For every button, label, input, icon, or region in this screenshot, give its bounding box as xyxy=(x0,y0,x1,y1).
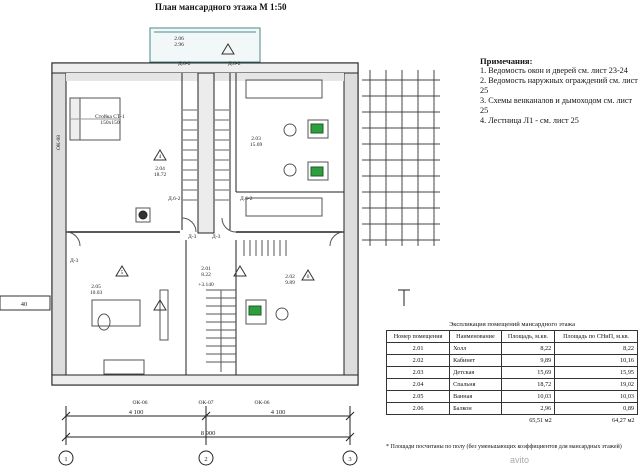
monitor-icon xyxy=(310,123,324,134)
mark: 5 xyxy=(121,270,124,276)
note-item: 3. Схемы венканалов и дымоходом см. лист… xyxy=(480,96,633,115)
monitor-icon xyxy=(248,305,262,316)
room-number-hall: 2.01 xyxy=(201,266,211,272)
nursery-bed-bottom xyxy=(245,197,323,217)
table-header: Площадь по СНиП, м.кв. xyxy=(554,330,638,343)
dimension-label: 4 100 xyxy=(271,409,286,416)
door-label: Д.6-2 xyxy=(240,196,253,202)
notes-block: Примечания: 1. Ведомость окон и дверей с… xyxy=(480,56,638,126)
axis-label: 2 xyxy=(204,456,207,463)
room-number-bedroom: 2.04 xyxy=(155,166,165,172)
table-header: Площадь, м.кв. xyxy=(500,330,556,343)
notes-heading: Примечания: xyxy=(480,56,533,66)
door-label: Д.6-2 xyxy=(168,196,181,202)
window-label: ОК-06 xyxy=(133,400,148,406)
room-number-bath: 2.05 xyxy=(91,284,101,290)
room-area-balcony: 2.96 xyxy=(174,42,184,48)
room-number-study: 2.02 xyxy=(285,274,295,280)
table-header: Наименование xyxy=(449,330,502,343)
toilet xyxy=(97,313,111,331)
room-number-nursery: 2.03 xyxy=(251,136,261,142)
balcony-outline xyxy=(149,27,261,63)
room-number-balcony: 2.06 xyxy=(174,36,184,42)
note-item: 4. Лестница Л1 - см. лист 25 xyxy=(480,116,579,125)
explication-table: Экспликация помещений мансардного этажа … xyxy=(385,319,638,427)
drawing-title: План мансардного этажа М 1:50 xyxy=(155,2,287,12)
room-area-hall: 8.22 xyxy=(201,272,211,278)
door-label: Д-3 xyxy=(188,234,197,240)
rack-label: Стойка СТ-1 xyxy=(95,113,125,120)
room-area-nursery: 15.69 xyxy=(250,142,263,148)
table-caption: Экспликация помещений мансардного этажа xyxy=(386,319,638,331)
total-area: 65,51 м2 xyxy=(529,417,552,424)
axis-label: 3 xyxy=(348,456,351,463)
window-label: ОК-06 xyxy=(255,400,270,406)
note-item: 1. Ведомость окон и дверей см. лист 23-2… xyxy=(480,66,628,75)
rack-size-label: 150x150 xyxy=(100,120,120,126)
dimension-label: 4 100 xyxy=(129,409,144,416)
room-area-bedroom: 18.72 xyxy=(154,172,167,178)
window-label: ОК-08 xyxy=(56,135,62,150)
total-area-snip: 64,27 м2 xyxy=(612,417,635,424)
footnote: * Площади посчитаны по полу (без уменьша… xyxy=(386,444,622,450)
watermark: avito xyxy=(510,455,530,465)
side-dimension: 40 xyxy=(21,301,28,308)
room-area-study: 9.89 xyxy=(285,280,295,286)
note-item: 2. Ведомость наружных ограждений см. лис… xyxy=(480,76,638,95)
dimension-total: 8 900 xyxy=(201,430,216,437)
monitor-icon xyxy=(310,166,324,177)
vanity xyxy=(91,299,141,327)
door-label: Д-3 xyxy=(70,258,79,264)
nursery-bed-top xyxy=(245,79,323,99)
door-label: Д-3 xyxy=(212,234,221,240)
mark: 4 xyxy=(159,154,162,160)
window-label: ОК-07 xyxy=(199,400,214,406)
bathtub xyxy=(103,359,145,375)
room-area-bath: 10.03 xyxy=(90,290,103,296)
door-label: Д.6-2 xyxy=(178,61,191,67)
table-total-row: 65,51 м2 64,27 м2 xyxy=(387,415,638,427)
table-header: Номер помещения xyxy=(385,330,451,343)
mark: 6 xyxy=(307,274,310,280)
door-label: Д.6-2 xyxy=(228,61,241,67)
level-mark: +3.140 xyxy=(198,282,214,288)
axis-label: 1 xyxy=(64,456,67,463)
